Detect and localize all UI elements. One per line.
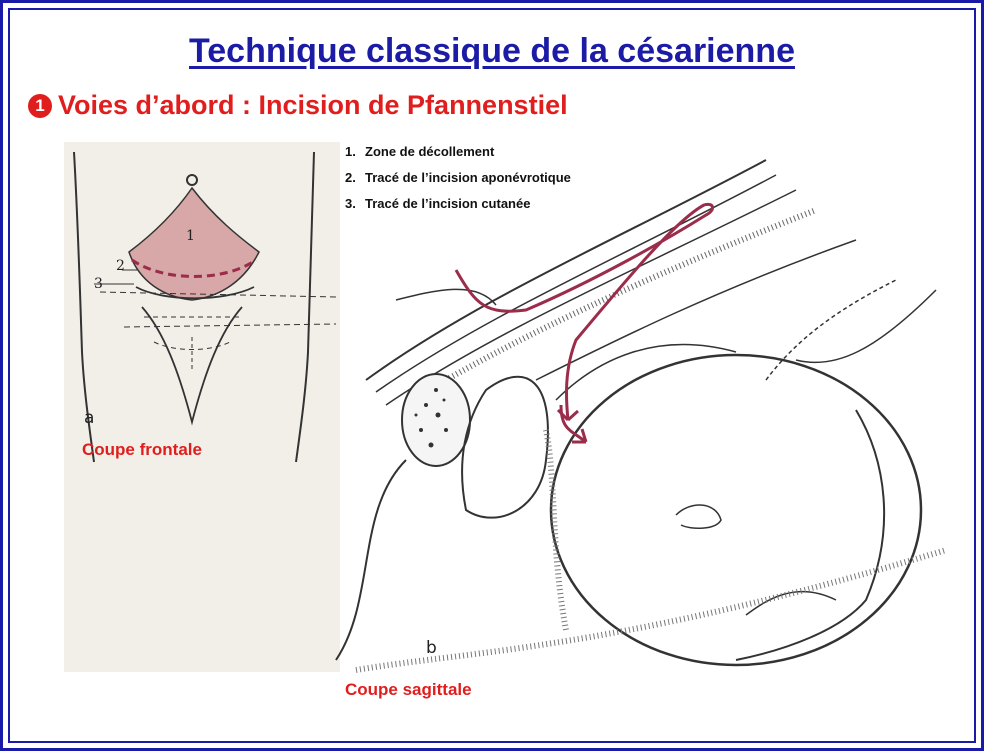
legend-item: 2.Tracé de l’incision aponévrotique <box>345 170 571 196</box>
legend: 1.Zone de décollement 2.Tracé de l’incis… <box>345 144 571 222</box>
caption-frontal: Coupe frontale <box>82 440 202 460</box>
zone-label-2: 2 <box>116 258 125 274</box>
zone-label-1: 1 <box>186 228 195 244</box>
figure-letter-b: b <box>426 638 437 658</box>
slide-title: Technique classique de la césarienne <box>0 32 984 71</box>
number-bullet-icon: 1 <box>28 94 52 118</box>
caption-sagittal: Coupe sagittale <box>345 680 472 700</box>
zone-label-3: 3 <box>94 276 103 292</box>
legend-item: 1.Zone de décollement <box>345 144 571 170</box>
figure-letter-a: a <box>84 408 94 428</box>
section-heading-text: Voies d’abord : Incision de Pfannenstiel <box>58 90 568 120</box>
legend-item: 3.Tracé de l’incision cutanée <box>345 196 571 222</box>
